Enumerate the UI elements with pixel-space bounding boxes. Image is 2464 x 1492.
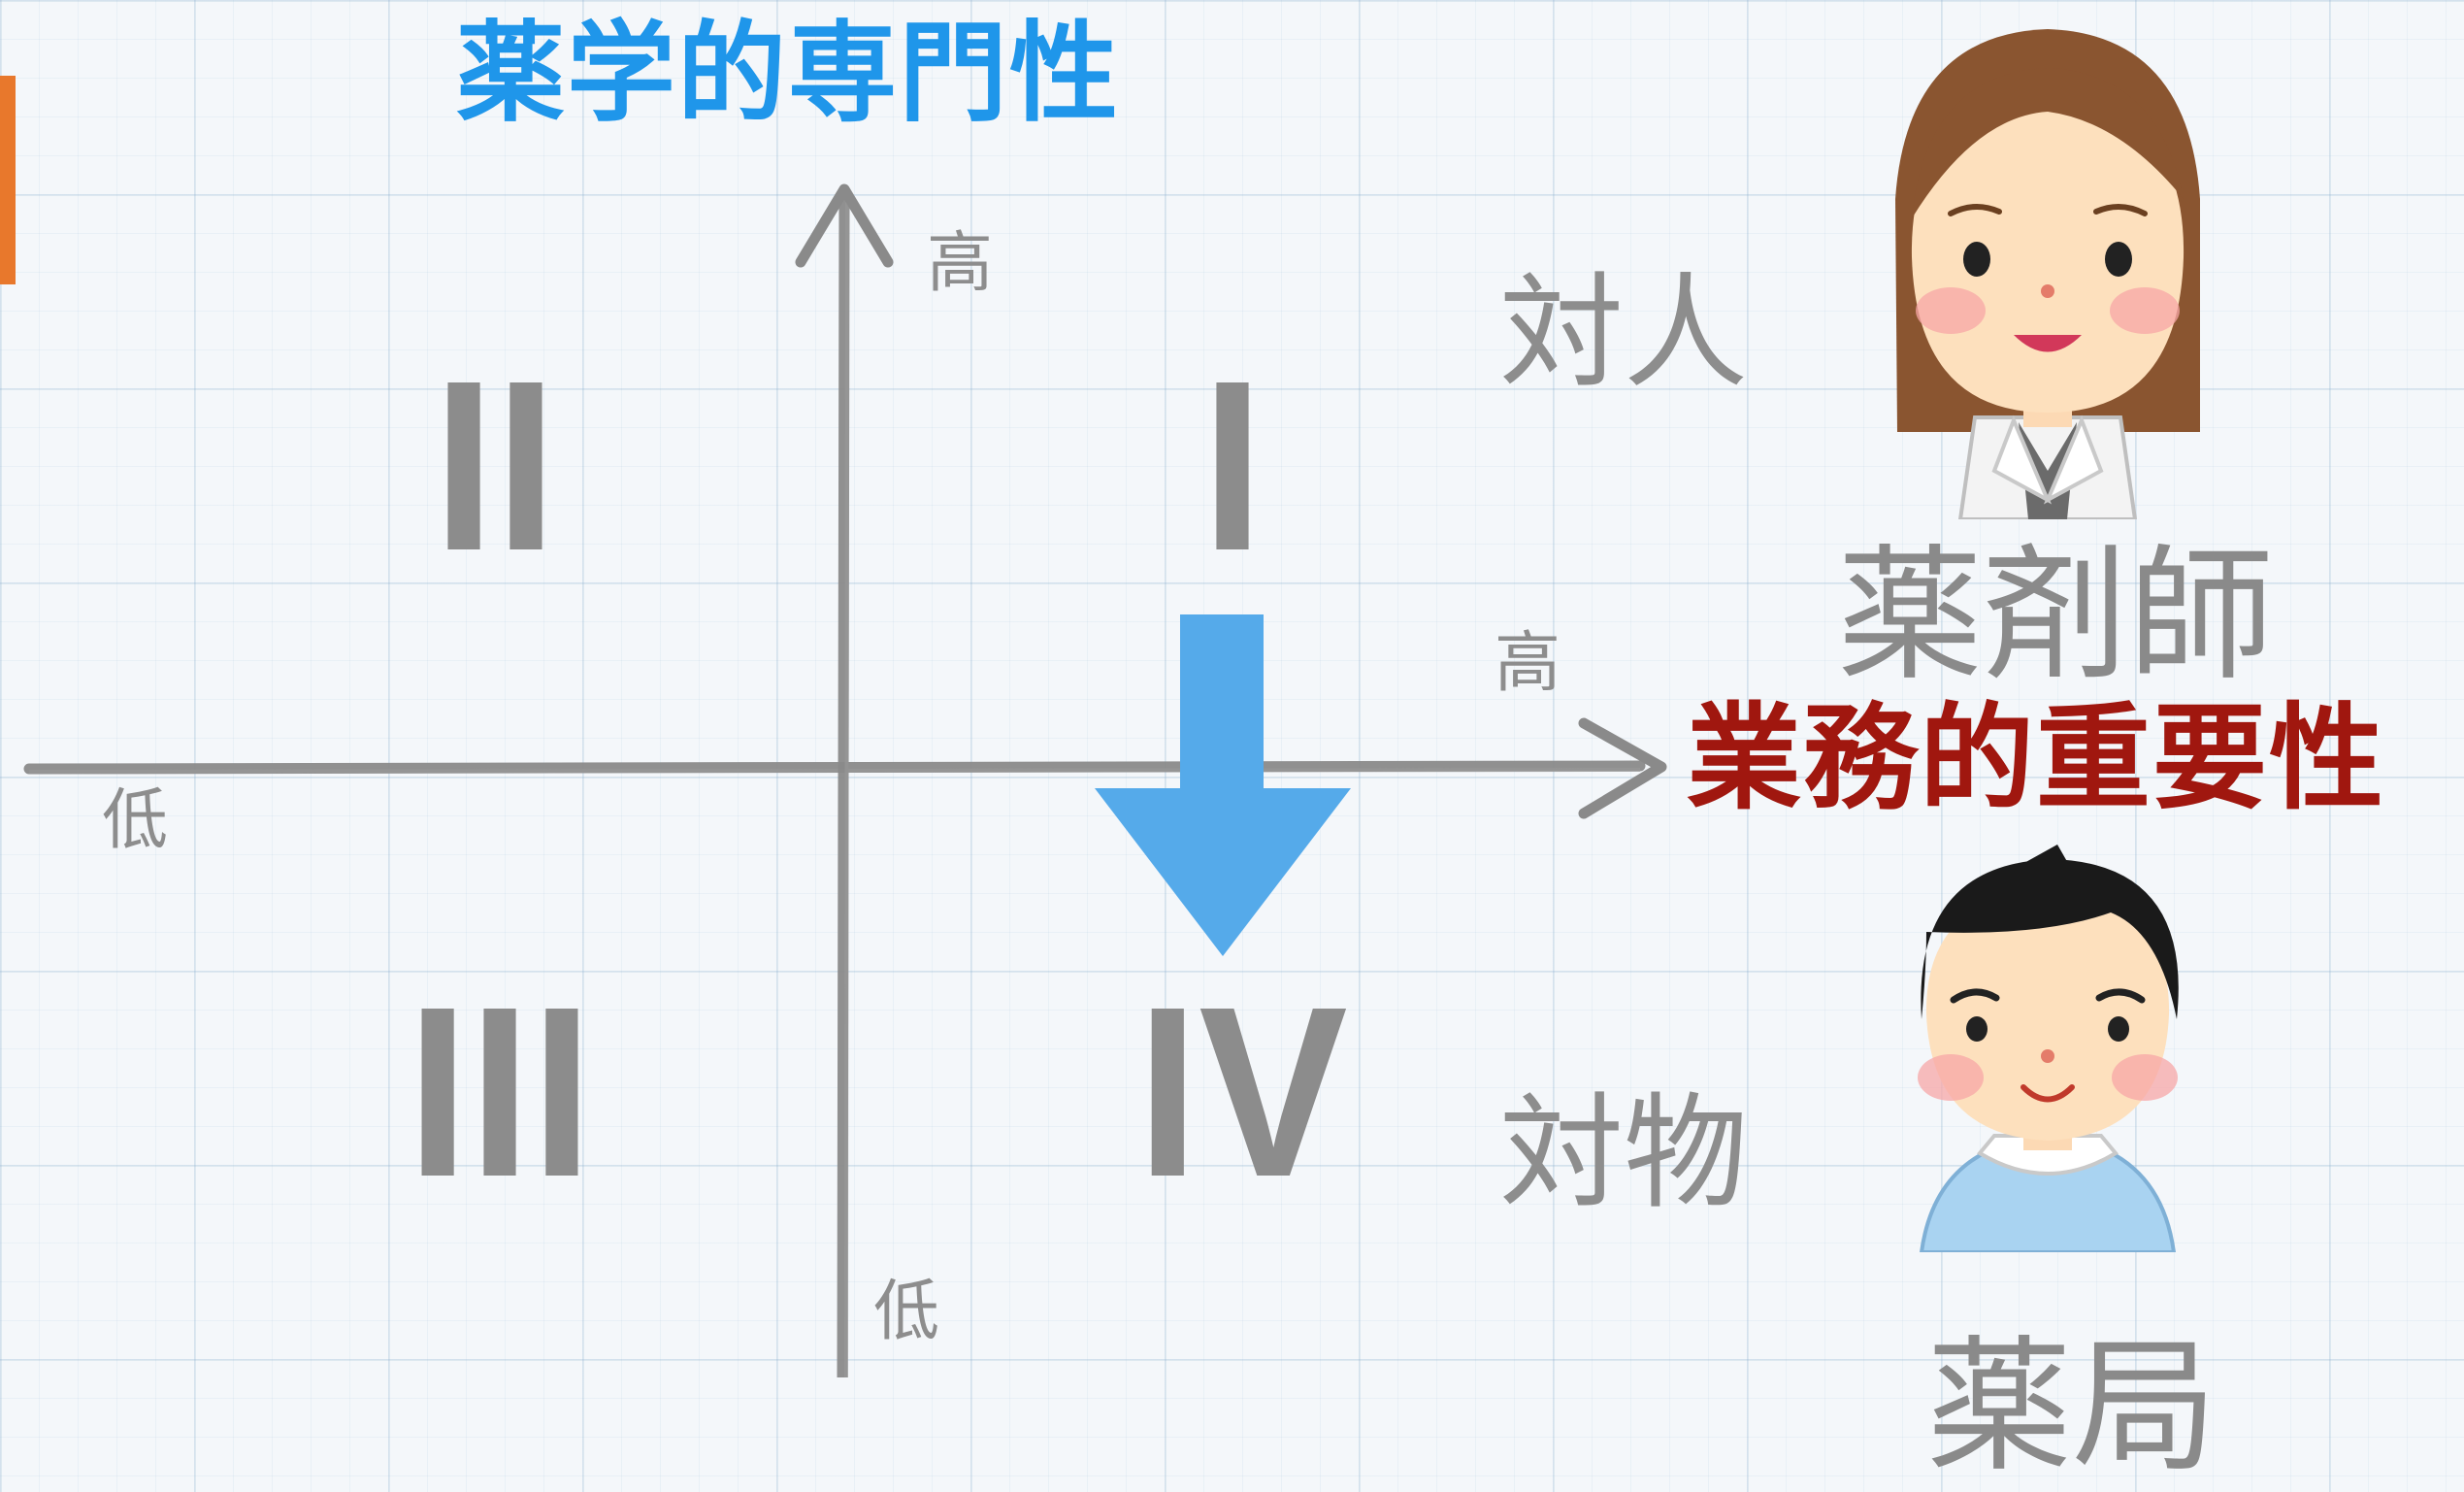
orange-tab-marker: [0, 76, 16, 284]
horizontal-axis-high-label: 高: [1495, 625, 1561, 702]
quadrant-3-label: III: [407, 956, 593, 1227]
quadrant-4-label: IV: [1136, 956, 1348, 1227]
arrow-down-icon: [1095, 614, 1351, 956]
horizontal-axis-low-label: 低: [102, 782, 169, 859]
vertical-axis-line: [795, 183, 894, 1377]
vertical-axis-title: 薬学的専門性: [456, 11, 1120, 137]
female-pharmacist-icon: [1895, 29, 2200, 519]
person-category-label: 対人: [1499, 261, 1749, 406]
horizontal-axis-title: 業務的重要性: [1687, 691, 2386, 825]
quadrant-1-label: I: [1201, 330, 1264, 601]
vertical-axis-low-label: 低: [873, 1274, 940, 1350]
quadrant-2-label: II: [433, 330, 557, 601]
male-clerk-icon: [1918, 845, 2179, 1252]
horizontal-axis-line: [23, 717, 1667, 819]
vertical-axis-high-label: 高: [927, 225, 994, 302]
pharmacist-role-label: 薬剤師: [1837, 532, 2275, 701]
axes-drawing: [23, 183, 1667, 1377]
object-category-label: 対物: [1499, 1081, 1749, 1226]
clerk-role-label: 薬局: [1926, 1323, 2218, 1492]
